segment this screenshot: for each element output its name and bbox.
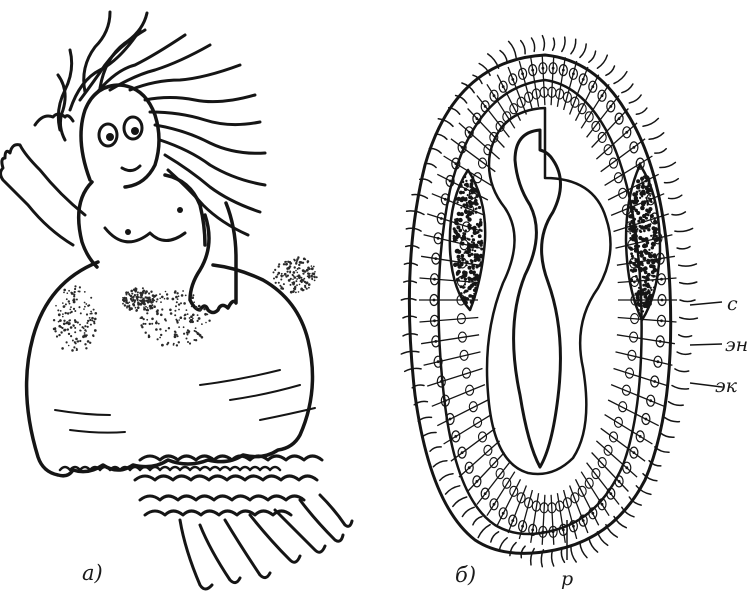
- central-cavity: [514, 130, 561, 467]
- left-arm: [1, 145, 86, 245]
- head: [81, 85, 159, 187]
- chest: [105, 228, 185, 242]
- left-hand-fingers: [35, 114, 73, 125]
- bell-lines: [55, 370, 315, 433]
- tentacle-band: [135, 456, 322, 515]
- label-leaders: [567, 302, 722, 560]
- label-c: с: [727, 293, 738, 315]
- hair: [58, 12, 265, 235]
- eyes: [99, 117, 142, 146]
- label-ek: эк: [715, 375, 738, 397]
- panel-b-section: [401, 36, 722, 567]
- right-arm: [190, 203, 236, 313]
- panel-b-label: б): [455, 563, 476, 587]
- mouth: [122, 166, 140, 171]
- label-r: р: [561, 568, 573, 590]
- bell-body: [27, 262, 313, 476]
- inner-contour: [487, 108, 611, 474]
- label-en: эн: [725, 334, 748, 356]
- panel-a-label: а): [82, 561, 103, 585]
- panel-a-illustration: [1, 12, 353, 589]
- stipple-patches: [53, 256, 318, 351]
- long-tentacles: [180, 495, 352, 589]
